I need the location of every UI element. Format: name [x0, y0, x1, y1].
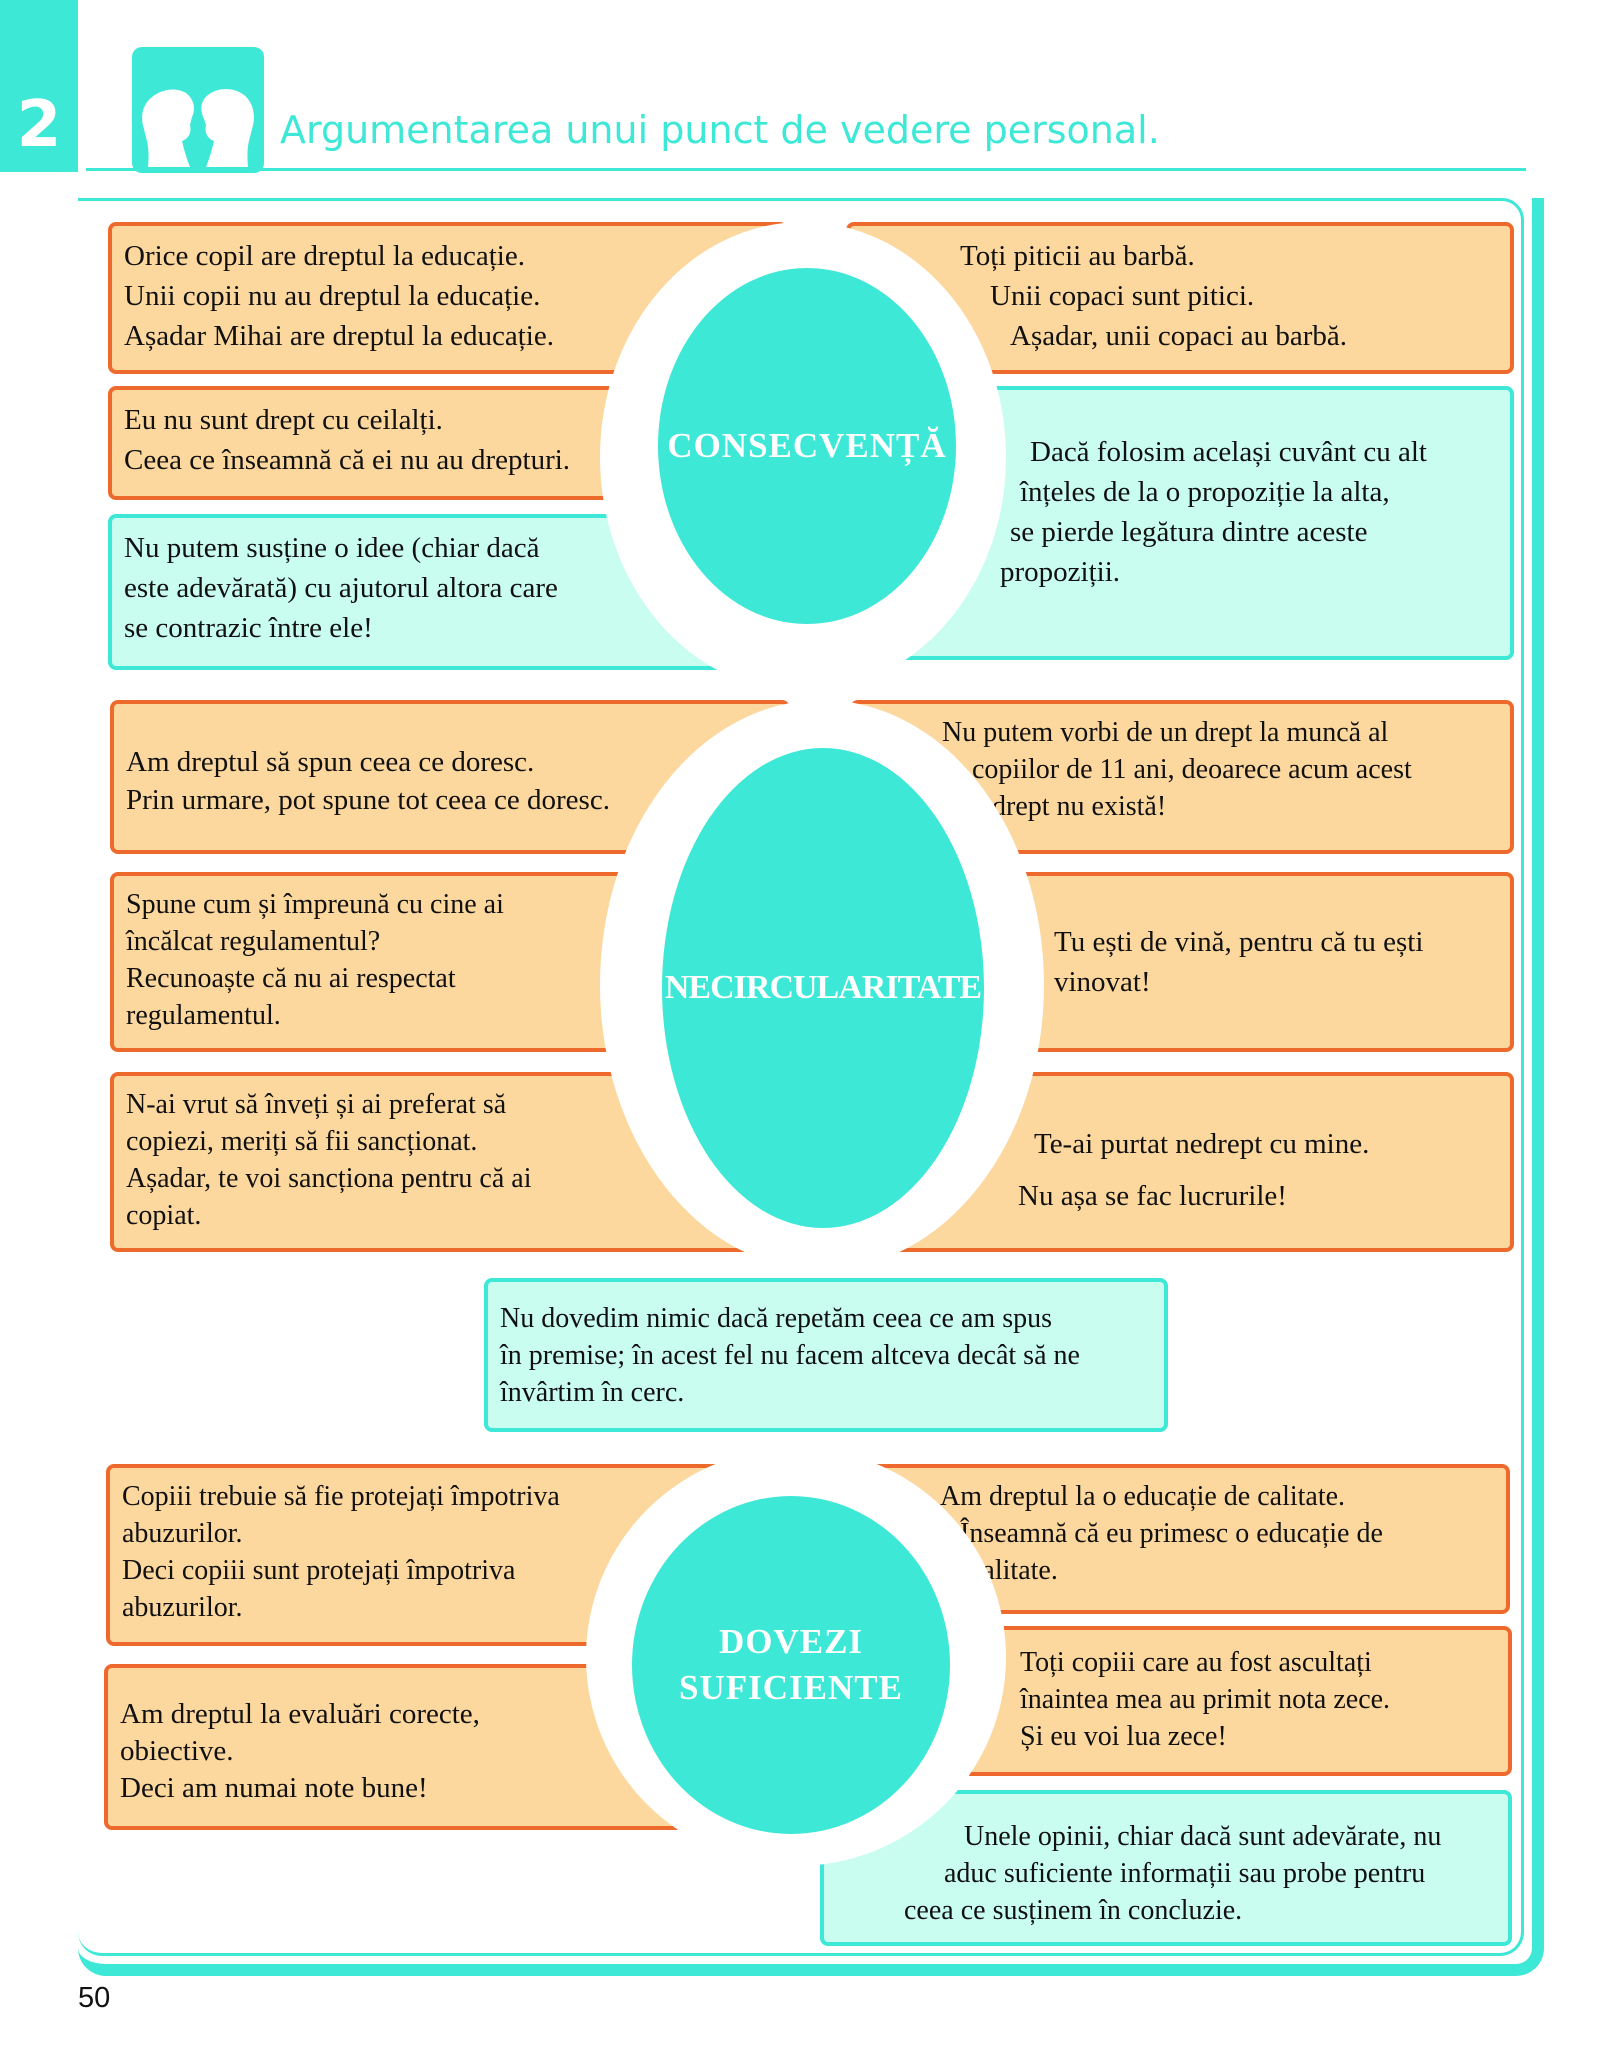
necircularitate-label: NECIRCULARITATE — [664, 969, 982, 1006]
content-frame-inner — [78, 198, 1524, 1956]
dovezi-example-right-2: Toți copiii care au fost ascultați înain… — [846, 1626, 1512, 1776]
necircularitate-rule-center: Nu dovedim nimic dacă repetăm ceea ce am… — [484, 1278, 1168, 1432]
consecventa-oval: CONSECVENȚĂ — [658, 268, 956, 624]
content-frame — [78, 198, 1544, 1976]
dovezi-label-line-2: SUFICIENTE — [679, 1668, 903, 1707]
consecventa-label: CONSECVENȚĂ — [667, 426, 947, 465]
page-number: 50 — [78, 1982, 111, 2014]
page-title: Argumentarea unui punct de vedere person… — [280, 108, 1160, 152]
chapter-number: 2 — [0, 78, 78, 172]
two-heads-silhouette-icon — [132, 47, 264, 173]
necircularitate-oval: NECIRCULARITATE — [662, 748, 984, 1228]
dovezi-label-line-1: DOVEZI — [718, 1622, 864, 1661]
header-divider — [86, 168, 1526, 171]
dovezi-rule-right: Unele opinii, chiar dacă sunt adevărate,… — [820, 1790, 1512, 1946]
dovezi-oval: DOVEZI SUFICIENTE — [632, 1496, 950, 1834]
